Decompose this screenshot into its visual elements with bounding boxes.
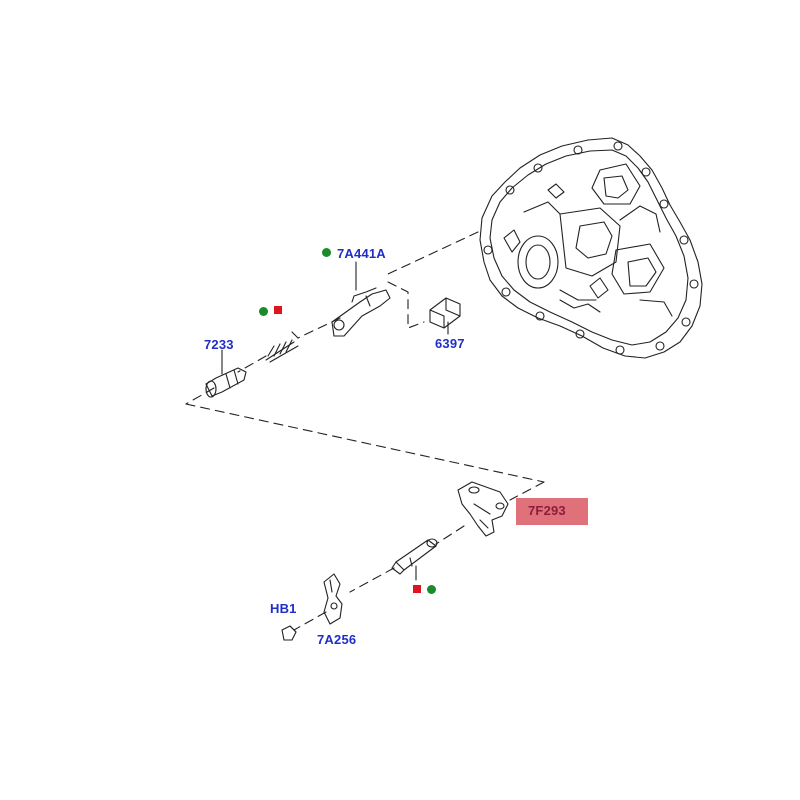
leader-lines [185, 231, 545, 631]
shaft-drawing [391, 538, 438, 575]
callout-7a256[interactable]: 7A256 [317, 632, 357, 647]
part-7f293-drawing [457, 481, 509, 537]
green-dot-marker [322, 248, 331, 257]
callout-7a441a[interactable]: 7A441A [337, 246, 386, 261]
part-7233-drawing [205, 331, 299, 398]
callout-7f293[interactable]: 7F293 [516, 498, 588, 525]
transmission-housing [479, 137, 703, 359]
part-7a256-drawing [323, 573, 343, 625]
part-7a441a-drawing [331, 287, 391, 337]
callout-7233[interactable]: 7233 [204, 337, 234, 352]
green-dot-marker [427, 585, 436, 594]
red-square-marker [274, 306, 282, 314]
callout-6397[interactable]: 6397 [435, 336, 465, 351]
part-6397-drawing [429, 297, 461, 329]
callout-hb1[interactable]: HB1 [270, 601, 297, 616]
part-hb1-drawing [281, 625, 297, 641]
red-square-marker [413, 585, 421, 593]
green-dot-marker [259, 307, 268, 316]
